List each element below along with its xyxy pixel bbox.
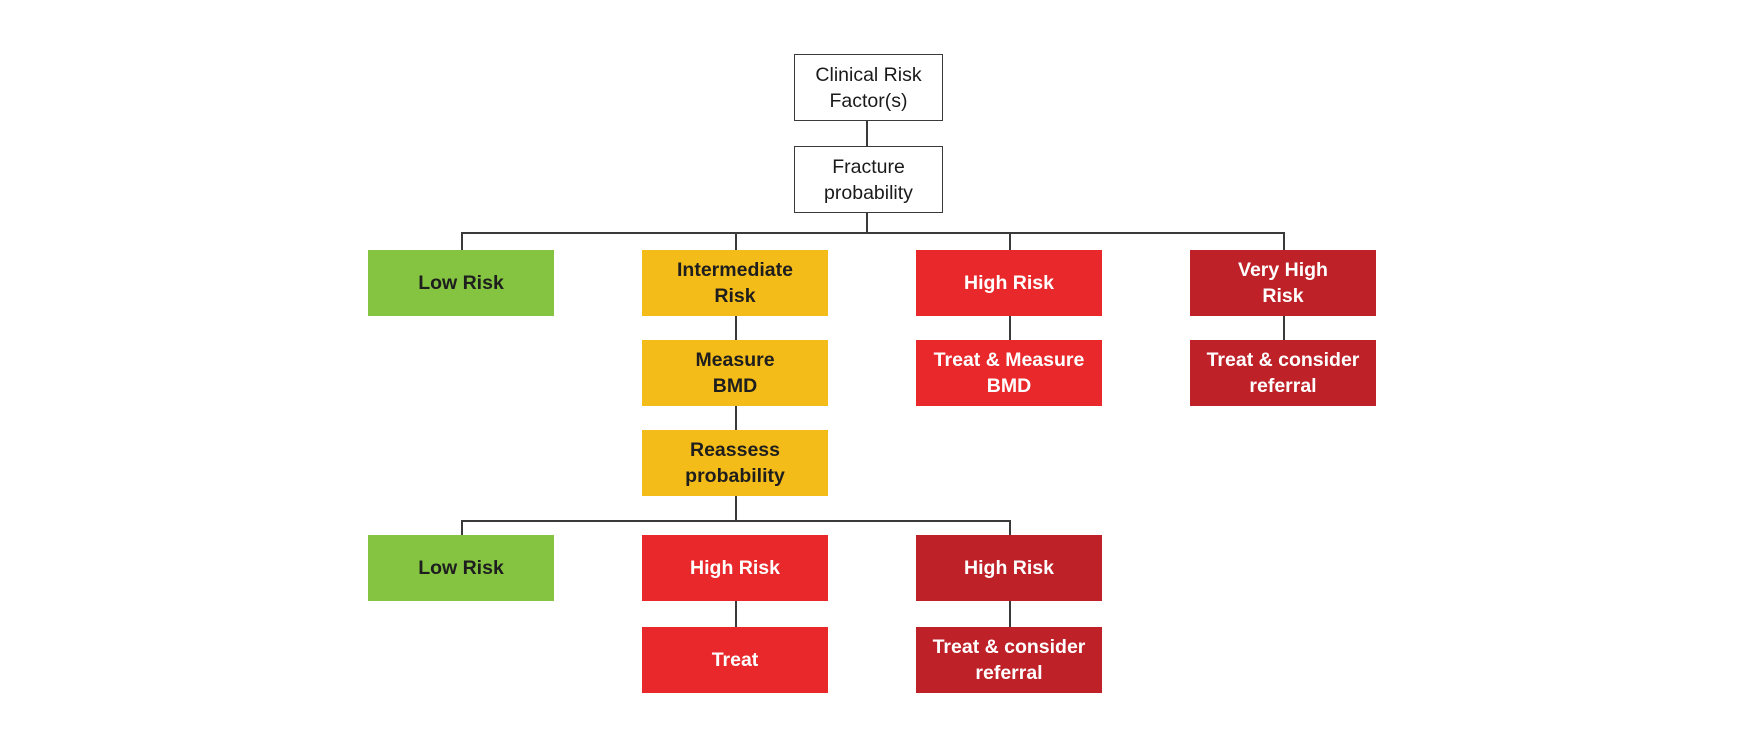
reassessed-low-risk-node: Low Risk [368, 535, 554, 601]
treat-label: Treat [711, 649, 759, 671]
connector [735, 601, 737, 627]
connector [1009, 601, 1011, 627]
measure-bmd-label: Measure BMD [695, 349, 775, 397]
intermediate-risk-node: Intermediate Risk [642, 250, 828, 316]
connector [866, 121, 868, 147]
intermediate-risk-label: Intermediate Risk [677, 259, 793, 307]
connector [461, 232, 463, 250]
treat-consider-referral-node: Treat & consider referral [1190, 340, 1376, 406]
connector [735, 232, 737, 250]
connector [1283, 232, 1285, 250]
clinical-risk-factors-node: Clinical Risk Factor(s) [794, 54, 943, 121]
reassess-probability-node: Reassess probability [642, 430, 828, 496]
connector [461, 232, 1284, 234]
high-risk-label: High Risk [964, 272, 1054, 294]
connector [461, 520, 463, 535]
connector [461, 520, 1010, 522]
connector [735, 406, 737, 430]
connector [1009, 520, 1011, 535]
low-risk-label: Low Risk [418, 272, 504, 294]
reassessed-very-high-risk-label: High Risk [964, 557, 1054, 579]
high-risk-node: High Risk [916, 250, 1102, 316]
treat-and-measure-bmd-node: Treat & Measure BMD [916, 340, 1102, 406]
connector [866, 213, 868, 233]
reassessed-treat-consider-referral-node: Treat & consider referral [916, 627, 1102, 693]
very-high-risk-label: Very High Risk [1238, 259, 1328, 307]
clinical-risk-factors-label: Clinical Risk Factor(s) [815, 63, 922, 112]
reassessed-high-risk-node: High Risk [642, 535, 828, 601]
reassessed-very-high-risk-node: High Risk [916, 535, 1102, 601]
connector [735, 316, 737, 340]
fracture-probability-node: Fracture probability [794, 146, 943, 213]
treat-node: Treat [642, 627, 828, 693]
reassessed-low-risk-label: Low Risk [418, 557, 504, 579]
connector [1283, 316, 1285, 340]
low-risk-node: Low Risk [368, 250, 554, 316]
reassess-probability-label: Reassess probability [685, 439, 785, 487]
treat-consider-referral-label: Treat & consider referral [1206, 349, 1360, 397]
connector [1009, 316, 1011, 340]
treat-and-measure-bmd-label: Treat & Measure BMD [933, 349, 1085, 397]
measure-bmd-node: Measure BMD [642, 340, 828, 406]
reassessed-treat-consider-referral-label: Treat & consider referral [932, 636, 1086, 684]
fracture-probability-label: Fracture probability [824, 155, 913, 204]
connector [735, 496, 737, 521]
very-high-risk-node: Very High Risk [1190, 250, 1376, 316]
connector [1009, 232, 1011, 250]
reassessed-high-risk-label: High Risk [690, 557, 780, 579]
